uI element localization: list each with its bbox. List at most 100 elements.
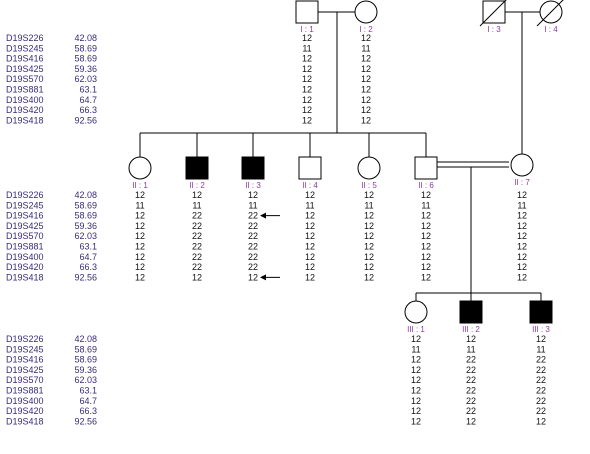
genotype-ii-6: 12 [421,252,431,262]
genotype-ii-6: 12 [421,221,431,231]
marker-position-gen-ii: 42.08 [74,190,97,200]
genotype-ii-4: 12 [305,221,315,231]
genotype-i-1: 12 [302,115,312,125]
genotype-iii-3: 22 [536,365,546,375]
genotype-ii-5: 12 [364,231,374,241]
genotype-ii-7: 12 [517,231,527,241]
genotype-ii-1: 11 [135,200,144,210]
genotype-ii-4: 12 [305,252,315,262]
individual-ii-6-label: II : 6 [418,181,434,190]
marker-name-gen-i: D19S881 [6,85,44,95]
genotype-ii-7: 12 [517,272,527,282]
genotype-ii-3: 12 [248,272,258,282]
marker-name-gen-iii: D19S420 [6,406,44,416]
marker-name-gen-iii: D19S226 [6,334,44,344]
individual-iii-3-label: III : 3 [532,325,550,334]
genotype-ii-5: 12 [364,252,374,262]
marker-position-gen-i: 58.69 [74,54,97,64]
genotype-ii-5: 12 [364,262,374,272]
marker-name-gen-ii: D19S418 [6,272,44,282]
genotype-ii-5: 12 [364,190,374,200]
genotype-i-1: 12 [302,64,312,74]
genotype-ii-7: 12 [517,242,527,252]
marker-name-gen-iii: D19S425 [6,365,44,375]
genotype-i-1: 11 [302,43,311,53]
individual-ii-1-female-circle [128,156,152,180]
marker-position-gen-iii: 58.69 [74,344,97,354]
genotype-ii-1: 12 [135,242,145,252]
genotype-iii-3: 12 [536,416,546,426]
genotype-iii-2: 12 [466,334,476,344]
genotype-ii-6: 12 [421,272,431,282]
genotype-i-2: 12 [361,74,371,84]
genotype-ii-1: 12 [135,221,145,231]
genotype-ii-6: 12 [421,190,431,200]
marker-name-gen-ii: D19S425 [6,221,44,231]
genotype-ii-4: 11 [305,200,314,210]
marker-position-gen-ii: 59.36 [74,221,97,231]
genotype-iii-1: 12 [411,365,421,375]
genotype-iii-3: 22 [536,355,546,365]
marker-position-gen-iii: 66.3 [79,406,97,416]
genotype-ii-6: 12 [421,211,431,221]
genotype-ii-7: 12 [517,252,527,262]
genotype-ii-1: 12 [135,252,145,262]
genotype-iii-1: 12 [411,396,421,406]
genotype-ii-2: 22 [192,221,202,231]
genotype-iii-1: 12 [411,416,421,426]
recombination-arrow [260,212,280,219]
genotype-ii-3: 22 [248,211,258,221]
genotype-ii-4: 12 [305,262,315,272]
marker-name-gen-iii: D19S881 [6,386,44,396]
genotype-ii-3: 22 [248,242,258,252]
marker-position-gen-iii: 63.1 [79,386,97,396]
individual-i-1-male-square [295,0,319,24]
genotype-iii-3: 22 [536,375,546,385]
genotype-iii-2: 22 [466,386,476,396]
individual-ii-7-female-circle [510,153,534,177]
marker-name-gen-iii: D19S418 [6,416,44,426]
genotype-i-2: 12 [361,54,371,64]
marker-position-gen-iii: 59.36 [74,365,97,375]
marker-name-gen-ii: D19S420 [6,262,44,272]
individual-iii-1-female-circle [404,300,428,324]
marker-name-gen-ii: D19S416 [6,211,44,221]
genotype-ii-2: 22 [192,242,202,252]
genotype-i-2: 12 [361,95,371,105]
genotype-iii-1: 12 [411,386,421,396]
genotype-ii-4: 12 [305,190,315,200]
individual-ii-6-male-square [414,156,438,180]
marker-position-gen-i: 58.69 [74,43,97,53]
marker-position-gen-i: 42.08 [74,33,97,43]
individual-iii-2-male-square [459,300,483,324]
individual-iii-3-male-square [529,300,553,324]
genotype-i-1: 12 [302,54,312,64]
genotype-ii-6: 11 [421,200,430,210]
genotype-ii-5: 12 [364,272,374,282]
genotype-ii-3: 22 [248,252,258,262]
genotype-ii-6: 12 [421,262,431,272]
genotype-iii-2: 22 [466,406,476,416]
marker-position-gen-i: 64.7 [79,95,97,105]
individual-ii-4-label: II : 4 [302,181,318,190]
genotype-ii-2: 22 [192,211,202,221]
individual-i-2-female-circle [354,0,378,24]
genotype-i-2: 12 [361,64,371,74]
genotype-ii-3: 12 [248,190,258,200]
genotype-iii-1: 12 [411,355,421,365]
genotype-iii-2: 12 [466,416,476,426]
pedigree-symbols [128,0,564,324]
individual-i-3-deceased-slash [479,0,507,27]
marker-name-gen-i: D19S425 [6,64,44,74]
genotype-i-2: 12 [361,115,371,125]
marker-name-gen-iii: D19S570 [6,375,44,385]
marker-name-gen-i: D19S420 [6,105,44,115]
individual-ii-2-label: II : 2 [189,181,205,190]
marker-name-gen-i: D19S400 [6,95,44,105]
genotype-iii-2: 11 [466,344,475,354]
genotype-i-2: 12 [361,85,371,95]
marker-position-gen-ii: 66.3 [79,262,97,272]
individual-ii-5-label: II : 5 [361,181,377,190]
marker-position-gen-i: 62.03 [74,74,97,84]
